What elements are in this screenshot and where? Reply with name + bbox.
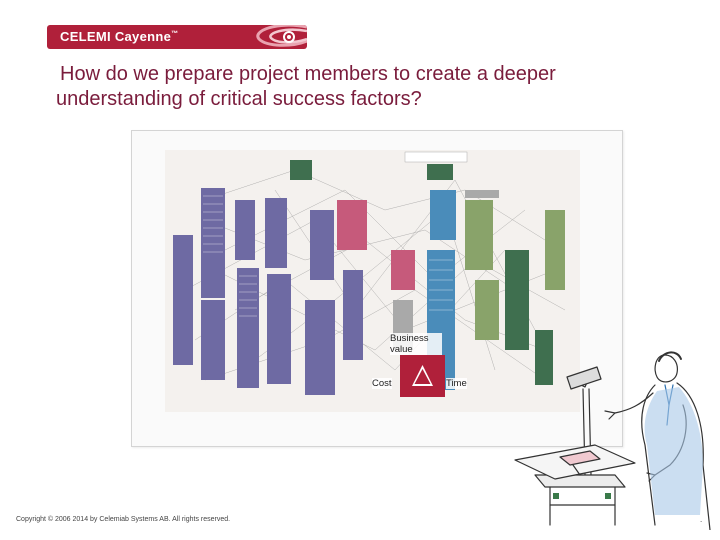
copyright-notice: Copyright © 2006 2014 by Celemiab System… xyxy=(16,516,231,523)
brand-swirl-icon xyxy=(256,25,307,47)
time-label: Time xyxy=(446,378,467,389)
title-line-2: understanding of critical success factor… xyxy=(56,88,422,110)
business-value-line-2: value xyxy=(390,344,413,355)
presenter-with-overhead-projector-illustration xyxy=(514,351,711,530)
trademark-mark: ™ xyxy=(171,30,179,38)
brand-header-bar: CELEMI Cayenne™ xyxy=(47,25,307,49)
title-line-1: How do we prepare project members to cre… xyxy=(60,63,556,85)
brand-name: CELEMI Cayenne xyxy=(60,29,172,44)
brand-logo-text: CELEMI Cayenne™ xyxy=(60,29,178,44)
page-mark: . xyxy=(700,515,703,524)
project-process-diagram-image xyxy=(165,150,580,412)
value-triangle-box xyxy=(400,355,445,397)
business-value-line-1: Business xyxy=(390,333,429,344)
cost-label: Cost xyxy=(372,378,392,389)
business-value-label: Business value xyxy=(390,333,442,355)
slide-title: How do we prepare project members to cre… xyxy=(56,62,676,112)
triangle-icon xyxy=(412,365,433,386)
